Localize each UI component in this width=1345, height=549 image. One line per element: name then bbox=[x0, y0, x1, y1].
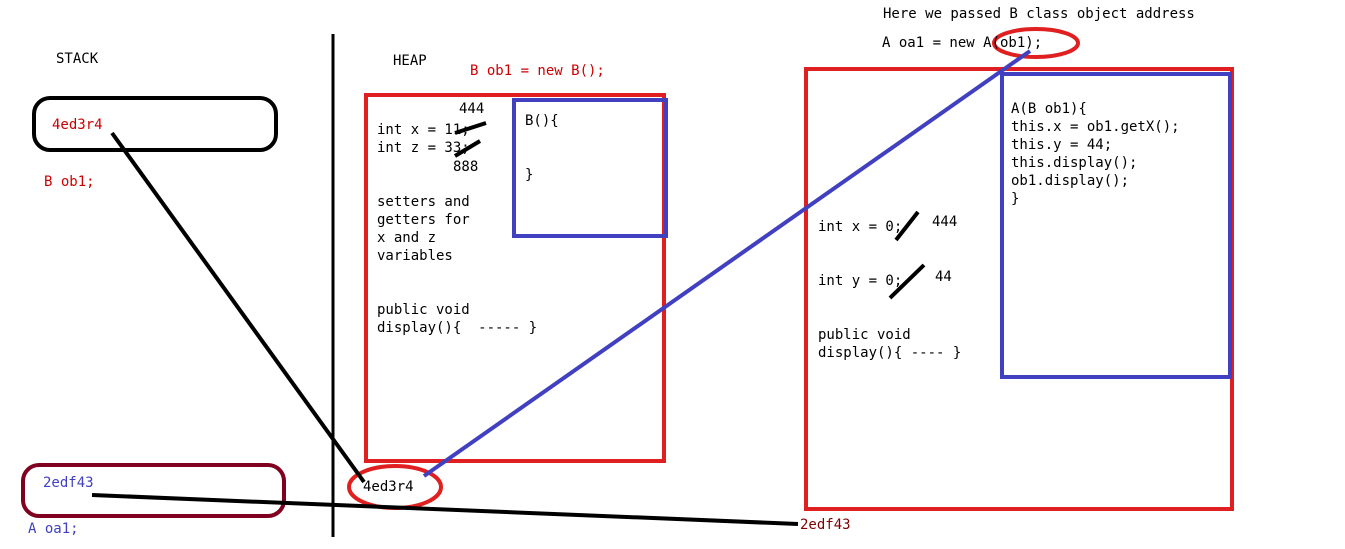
a-constructor-body: A(B ob1){ this.x = ob1.getX(); this.y = … bbox=[1011, 101, 1180, 207]
b-z-new-value: 888 bbox=[453, 159, 479, 175]
stack-ob1-declaration: B ob1; bbox=[44, 174, 95, 190]
stack-oa1-value: 2edf43 bbox=[43, 475, 94, 491]
stack-oa1-declaration: A oa1; bbox=[28, 521, 79, 537]
b-methods-note: setters and getters for x and z variable… bbox=[377, 194, 470, 264]
b-constructor-open: B(){ bbox=[525, 113, 559, 129]
stack-title: STACK bbox=[56, 51, 99, 67]
a-constructor-box bbox=[1000, 72, 1232, 379]
a-y-line: int y = 0; bbox=[818, 273, 903, 289]
a-display-method: public void display(){ ---- } bbox=[818, 327, 962, 361]
b-constructor-close: } bbox=[525, 167, 534, 183]
a-x-strike bbox=[894, 210, 920, 242]
b-creation-statement: B ob1 = new B(); bbox=[470, 63, 605, 79]
b-x-new-value: 444 bbox=[459, 101, 485, 117]
a-call-ellipse bbox=[992, 27, 1080, 59]
a-x-line: int x = 0; bbox=[818, 219, 903, 235]
b-x-strike bbox=[454, 121, 487, 135]
stack-slot-ob1 bbox=[32, 96, 278, 152]
stack-ob1-value: 4ed3r4 bbox=[52, 117, 103, 133]
heap-title: HEAP bbox=[393, 53, 427, 69]
a-y-strike bbox=[888, 263, 926, 300]
a-x-new-value: 444 bbox=[932, 214, 958, 230]
ob1-reference-line bbox=[110, 131, 366, 484]
b-z-line: int z = 33; bbox=[377, 140, 470, 156]
pass-ob1-line bbox=[422, 49, 1032, 478]
b-x-line: int x = 11; bbox=[377, 122, 470, 138]
b-constructor-box bbox=[512, 98, 668, 238]
b-object-address: 4ed3r4 bbox=[363, 479, 414, 495]
b-object-box bbox=[364, 93, 666, 463]
oa1-reference-line bbox=[91, 493, 799, 526]
stack-slot-oa1 bbox=[21, 463, 286, 518]
a-object-address: 2edf43 bbox=[800, 517, 851, 533]
b-display-method: public void display(){ ----- } bbox=[377, 302, 538, 336]
a-y-new-value: 44 bbox=[935, 269, 952, 285]
b-z-strike bbox=[453, 139, 482, 158]
a-note: Here we passed B class object address bbox=[883, 6, 1195, 22]
a-creation-statement: A oa1 = new A(ob1); bbox=[882, 35, 1043, 51]
